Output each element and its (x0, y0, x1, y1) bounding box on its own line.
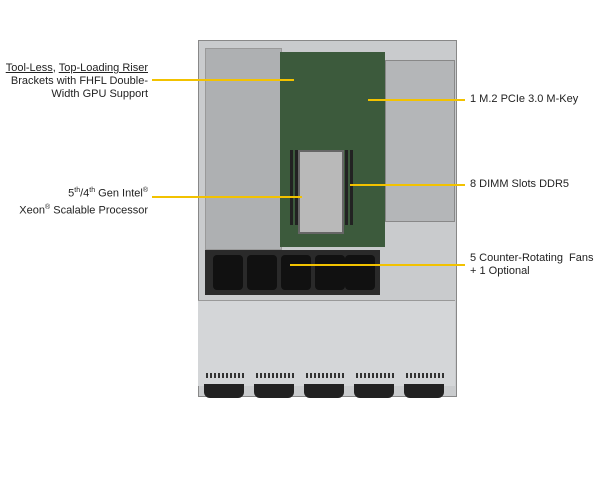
callout-processor: 5th/4th Gen Intel® Xeon® Scalable Proces… (19, 184, 148, 217)
riser-text-4: Width GPU Support (51, 88, 148, 100)
proc-slash: /4 (80, 187, 90, 200)
dimm-slot (345, 150, 348, 225)
cpu-heatsink (298, 150, 344, 234)
drive-handle (404, 384, 444, 398)
dimm-slot (290, 150, 293, 225)
callout-line-dimm (350, 184, 465, 186)
sup: th (74, 187, 81, 194)
sup: ® (45, 203, 51, 211)
fan (281, 255, 311, 290)
riser-sep: , (52, 62, 59, 74)
vent (356, 373, 394, 378)
fan (315, 255, 345, 290)
proc-rest: Scalable Processor (50, 204, 148, 217)
dimm-slot (295, 150, 298, 225)
callout-fans: 5 Counter-Rotating Fans+ 1 Optional (470, 252, 594, 278)
callout-riser: Tool-Less, Top-Loading Riser Brackets wi… (6, 62, 148, 101)
callout-m2: 1 M.2 PCIe 3.0 M-Key (470, 93, 579, 105)
fan (247, 255, 277, 290)
callout-dimm: 8 DIMM Slots DDR5 (470, 178, 570, 190)
power-supply (385, 60, 455, 222)
drive-handle (254, 384, 294, 398)
dimm-slot (350, 150, 353, 225)
drive-handle (304, 384, 344, 398)
vent (256, 373, 294, 378)
riser-bracket (205, 48, 282, 250)
proc-xeon: Xeon (19, 204, 45, 217)
vent (206, 373, 244, 378)
sup: ® (142, 187, 148, 194)
callout-line-riser (152, 79, 294, 81)
vent (306, 373, 344, 378)
fan (345, 255, 375, 290)
fan (213, 255, 243, 290)
riser-text-2: Top-Loading Riser (58, 62, 148, 74)
proc-gen-rest: Gen Intel (95, 187, 143, 200)
fan-row (205, 250, 380, 295)
vent (406, 373, 444, 378)
front-drive-bays (198, 300, 455, 398)
callout-line-fans (290, 264, 465, 266)
sup: th (89, 187, 96, 194)
riser-text-3: Brackets with FHFL Double- (10, 75, 148, 87)
fans-text-1: 5 Counter-Rotating Fans (470, 252, 594, 264)
callout-line-processor (152, 196, 302, 198)
riser-text-1: Tool-Less (5, 62, 53, 74)
proc-gen: 5 (68, 187, 75, 200)
drive-handle (354, 384, 394, 398)
drive-handle (204, 384, 244, 398)
fans-text-2: + 1 Optional (470, 265, 530, 277)
callout-line-m2 (368, 99, 465, 101)
